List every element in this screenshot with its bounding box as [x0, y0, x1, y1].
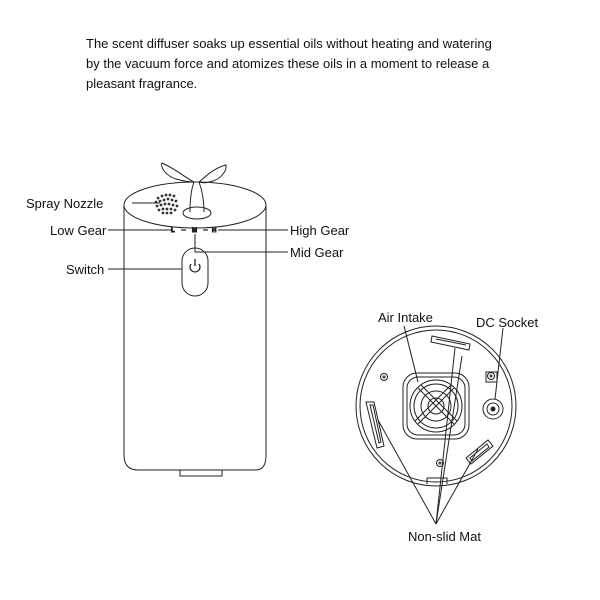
diffuser-front-view: L M H — [123, 162, 267, 477]
label-spray-nozzle: Spray Nozzle — [26, 196, 103, 211]
label-air-intake: Air Intake — [378, 310, 433, 325]
spray-nozzle-sprout — [161, 162, 227, 220]
gear-mark-mid: M — [192, 228, 197, 234]
base-screws — [380, 372, 495, 467]
label-dc-socket: DC Socket — [476, 315, 539, 330]
intro-line-2: by the vacuum force and atomizes these o… — [86, 56, 490, 71]
spray-holes — [154, 193, 179, 215]
label-high-gear: High Gear — [290, 223, 350, 238]
gear-mark-high: H — [212, 228, 216, 234]
power-icon — [189, 259, 201, 273]
label-non-slid-mat: Non-slid Mat — [408, 529, 481, 544]
diffuser-body — [123, 205, 267, 471]
base-tab — [426, 477, 448, 484]
diffuser-bottom-view — [355, 325, 517, 487]
label-switch: Switch — [66, 262, 104, 277]
label-mid-gear: Mid Gear — [290, 245, 344, 260]
gear-mark-low: L — [171, 228, 175, 234]
intro-text: The scent diffuser soaks up essential oi… — [86, 34, 556, 94]
air-intake-grille — [402, 372, 470, 440]
base-inner-ring — [359, 329, 513, 483]
front-leader-lines — [108, 202, 288, 270]
base-notch — [179, 470, 223, 477]
dc-socket — [482, 398, 504, 420]
base-outer-ring — [355, 325, 517, 487]
intro-line-3: pleasant fragrance. — [86, 76, 198, 91]
bottom-leader-lines — [377, 325, 504, 525]
top-cap — [123, 181, 267, 229]
intro-line-1: The scent diffuser soaks up essential oi… — [86, 36, 492, 51]
label-low-gear: Low Gear — [50, 223, 107, 238]
